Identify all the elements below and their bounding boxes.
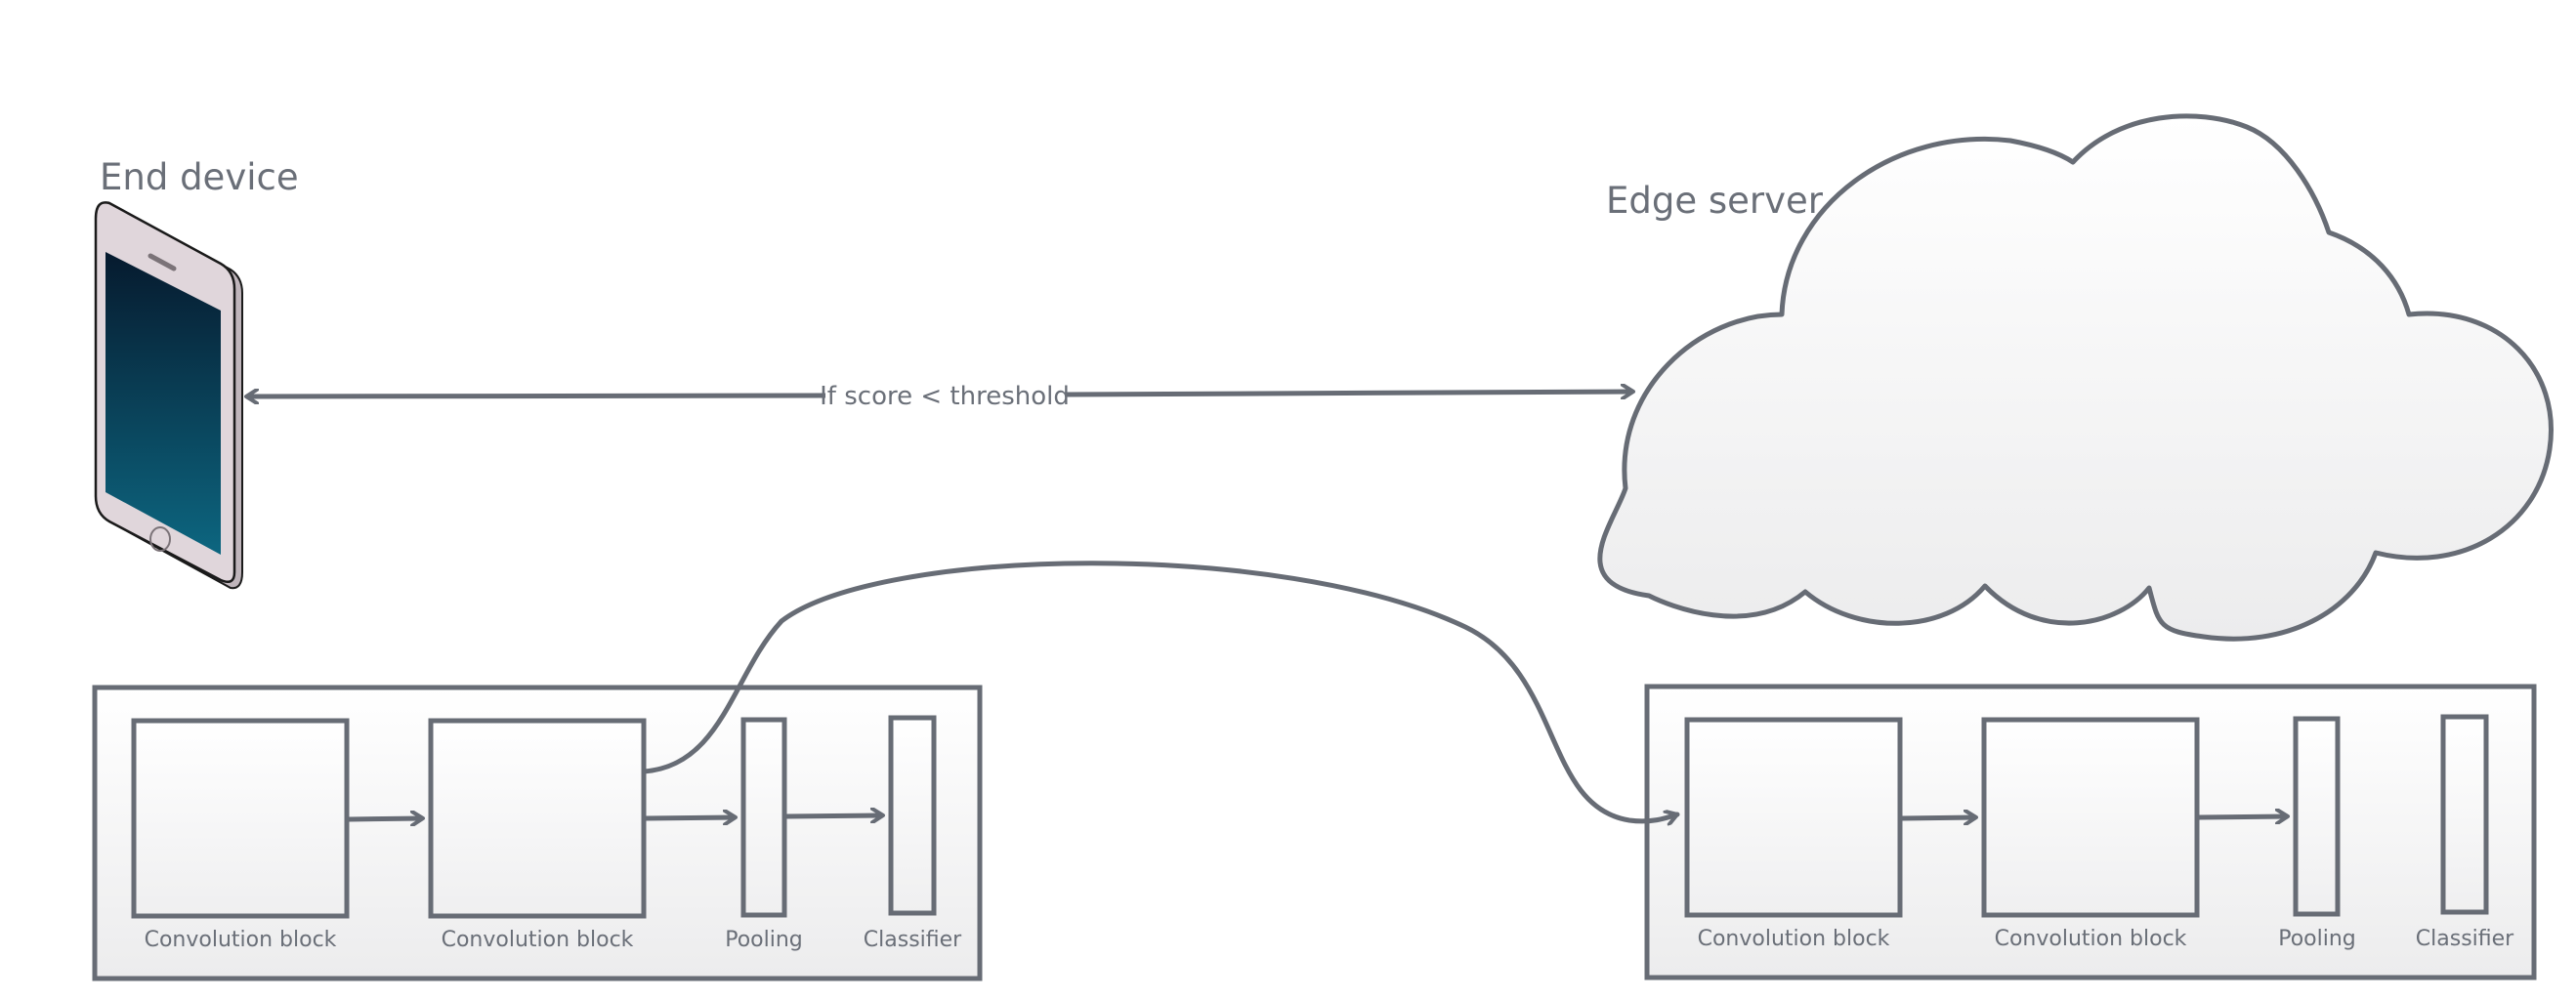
server-pipeline: Convolution block Convolution block Pool…: [1644, 684, 2537, 980]
server-conv-label-2: Convolution block: [1995, 927, 2187, 951]
smartphone-icon: [94, 201, 243, 590]
server-pooling-label: Pooling: [2278, 927, 2356, 951]
server-classifier-block: [2440, 714, 2489, 915]
server-classifier-label: Classifier: [2416, 927, 2514, 951]
device-conv-block-1: [131, 718, 350, 919]
device-arrow-1: [348, 818, 423, 819]
end-device-title: End device: [100, 156, 299, 198]
device-arrow-2: [645, 817, 736, 818]
server-arrow-1: [1901, 817, 1976, 818]
device-pooling-block: [740, 717, 787, 918]
edge-server-title: Edge server: [1606, 180, 1824, 222]
link-label: If score < threshold: [820, 382, 1070, 411]
device-classifier-label: Classifier: [864, 928, 962, 952]
device-conv-label-2: Convolution block: [442, 928, 634, 952]
device-pipeline: Convolution block Convolution block Pool…: [92, 685, 983, 981]
device-classifier-block: [888, 715, 937, 916]
cloud-icon: [1597, 113, 2554, 642]
server-conv-block-1: [1684, 717, 1903, 918]
offload-connector: [641, 561, 1680, 821]
server-conv-label-1: Convolution block: [1698, 927, 1890, 951]
device-pooling-label: Pooling: [725, 928, 803, 952]
link-arrow-right: [1064, 392, 1633, 395]
device-conv-label-1: Convolution block: [145, 928, 337, 952]
server-arrow-2: [2198, 816, 2288, 817]
device-conv-block-2: [428, 718, 647, 919]
device-arrow-3: [785, 815, 883, 816]
server-pooling-block: [2293, 716, 2341, 917]
server-conv-block-2: [1981, 717, 2200, 918]
